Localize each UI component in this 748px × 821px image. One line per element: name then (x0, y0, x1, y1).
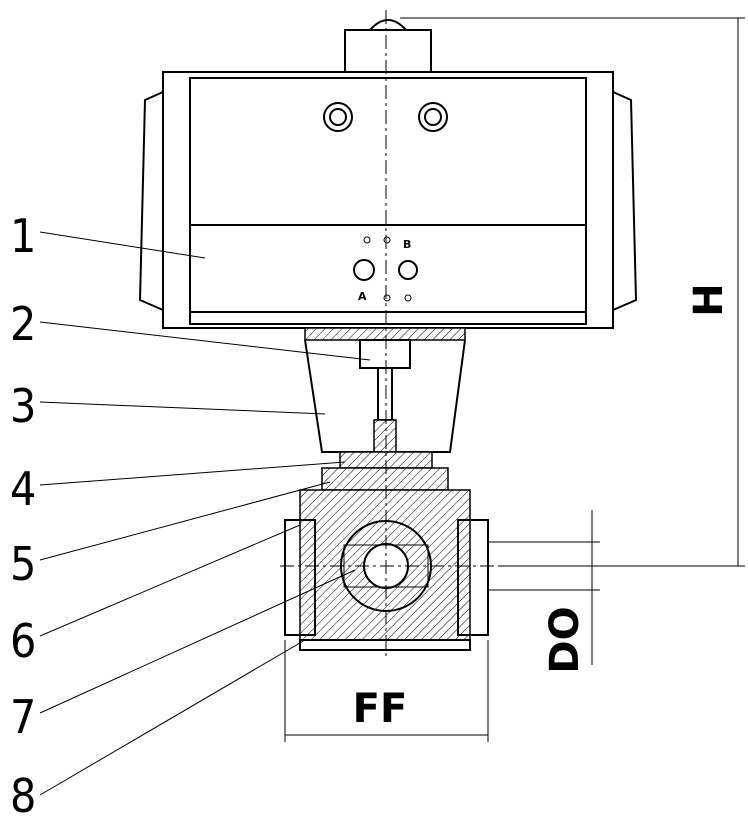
part-number-4: 4 (10, 462, 36, 516)
diameter-dimension: DO (488, 510, 600, 674)
part-number-7: 7 (10, 690, 36, 744)
face-to-face-dimension: FF (284, 640, 489, 742)
dimension-od-label: DO (542, 606, 588, 673)
part-number-1: 1 (10, 209, 36, 263)
port-a-label: A (358, 290, 367, 303)
part-number-3: 3 (10, 379, 36, 433)
part-number-8: 8 (10, 769, 36, 821)
mounting-bracket (304, 327, 466, 469)
port-b-label: B (403, 238, 411, 251)
pneumatic-actuator: B A (138, 19, 638, 329)
leader-lines (39, 231, 371, 796)
dimension-ff-label: FF (353, 686, 408, 732)
height-dimension: H (400, 17, 745, 567)
part-number-5: 5 (10, 537, 36, 591)
dimension-h-label: H (686, 283, 732, 316)
part-number-2: 2 (10, 297, 36, 351)
part-number-6: 6 (10, 614, 36, 668)
